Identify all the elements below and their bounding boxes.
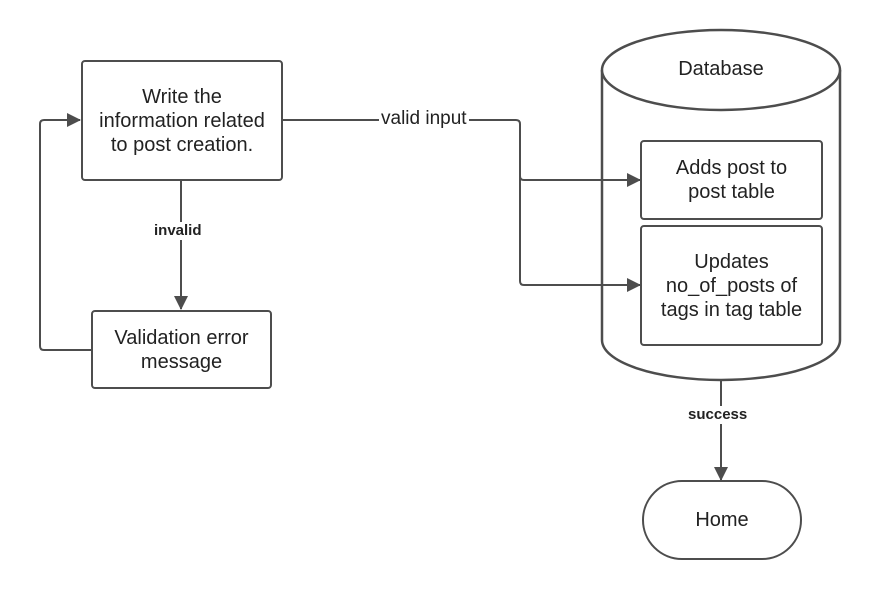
node-write-information: Write the information related to post cr…	[81, 60, 283, 181]
edge-retry	[39, 113, 92, 351]
edge-label-valid-input: valid input	[379, 108, 469, 130]
database-title: Database	[678, 58, 764, 80]
node-adds-post-label: Adds post to post table	[675, 157, 788, 203]
edge-label-success: success	[686, 406, 750, 424]
node-validation-error-label: Validation error message	[114, 326, 249, 373]
node-updates-tags-label: Updates no_of_posts of tags in tag table	[660, 250, 803, 321]
edge-valid-input-branch	[519, 176, 641, 292]
node-adds-post: Adds post to post table	[640, 140, 823, 220]
node-validation-error: Validation error message	[91, 310, 272, 389]
edge-valid-input	[283, 119, 641, 187]
edge-label-invalid: invalid	[152, 222, 204, 240]
node-home: Home	[642, 480, 802, 560]
node-home-label: Home	[695, 509, 749, 531]
node-updates-tags: Updates no_of_posts of tags in tag table	[640, 225, 823, 346]
node-write-information-label: Write the information related to post cr…	[99, 85, 265, 156]
